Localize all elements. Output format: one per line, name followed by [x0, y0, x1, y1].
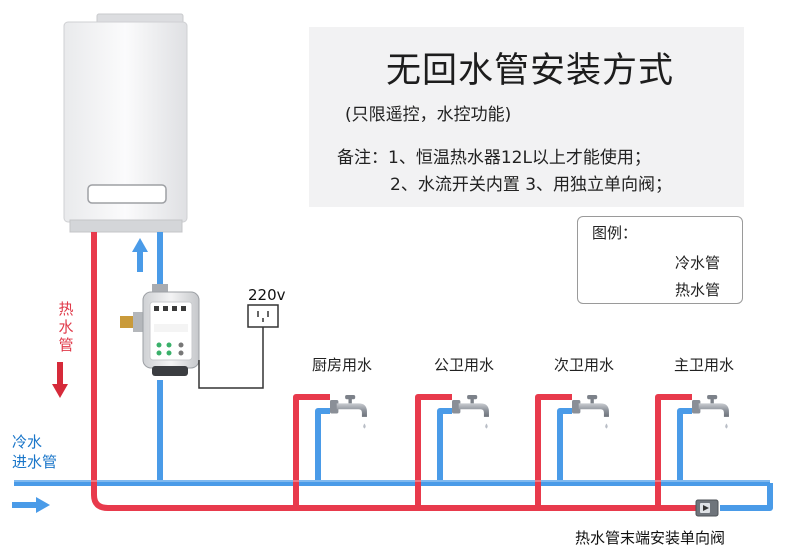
legend-title: 图例：	[592, 224, 638, 242]
page-title: 无回水管安装方式	[385, 51, 674, 91]
faucet-icon	[330, 395, 729, 429]
cold-inlet-label: 冷水 进水管	[12, 432, 57, 472]
note-line-2: 2、水流开关内置 3、用独立单向阀；	[390, 175, 673, 195]
legend-cold-label: 冷水管	[675, 254, 721, 272]
end-valve-label: 热水管末端安装单向阀	[575, 529, 726, 547]
cold-water-pipe	[14, 232, 773, 511]
hot-pipe-label: 热水管	[58, 300, 74, 354]
water-heater-icon	[63, 13, 188, 233]
power-label: 220v	[248, 286, 286, 304]
right-arrow-icon	[12, 497, 50, 513]
title-panel	[309, 27, 744, 207]
legend-hot-label: 热水管	[675, 281, 721, 299]
down-arrow-icon	[52, 362, 68, 398]
outlet-label-second-bath: 次卫用水	[554, 356, 615, 374]
check-valve-icon	[695, 499, 719, 517]
outlet-label-master-bath: 主卫用水	[674, 356, 735, 374]
power-socket-icon	[198, 304, 279, 389]
hot-water-pipe	[91, 232, 700, 511]
legend-box	[577, 216, 743, 304]
cold-inlet-line-2: 进水管	[12, 453, 58, 471]
cold-inlet-line-1: 冷水	[12, 433, 43, 451]
booster-pump-icon	[120, 284, 200, 376]
outlet-label-kitchen: 厨房用水	[312, 356, 373, 374]
outlet-label-public-bath: 公卫用水	[434, 356, 495, 374]
up-arrow-icon	[132, 238, 148, 272]
subtitle: (只限遥控，水控功能)	[345, 105, 512, 125]
note-line-1: 备注：1、恒温热水器12L以上才能使用；	[337, 148, 651, 168]
